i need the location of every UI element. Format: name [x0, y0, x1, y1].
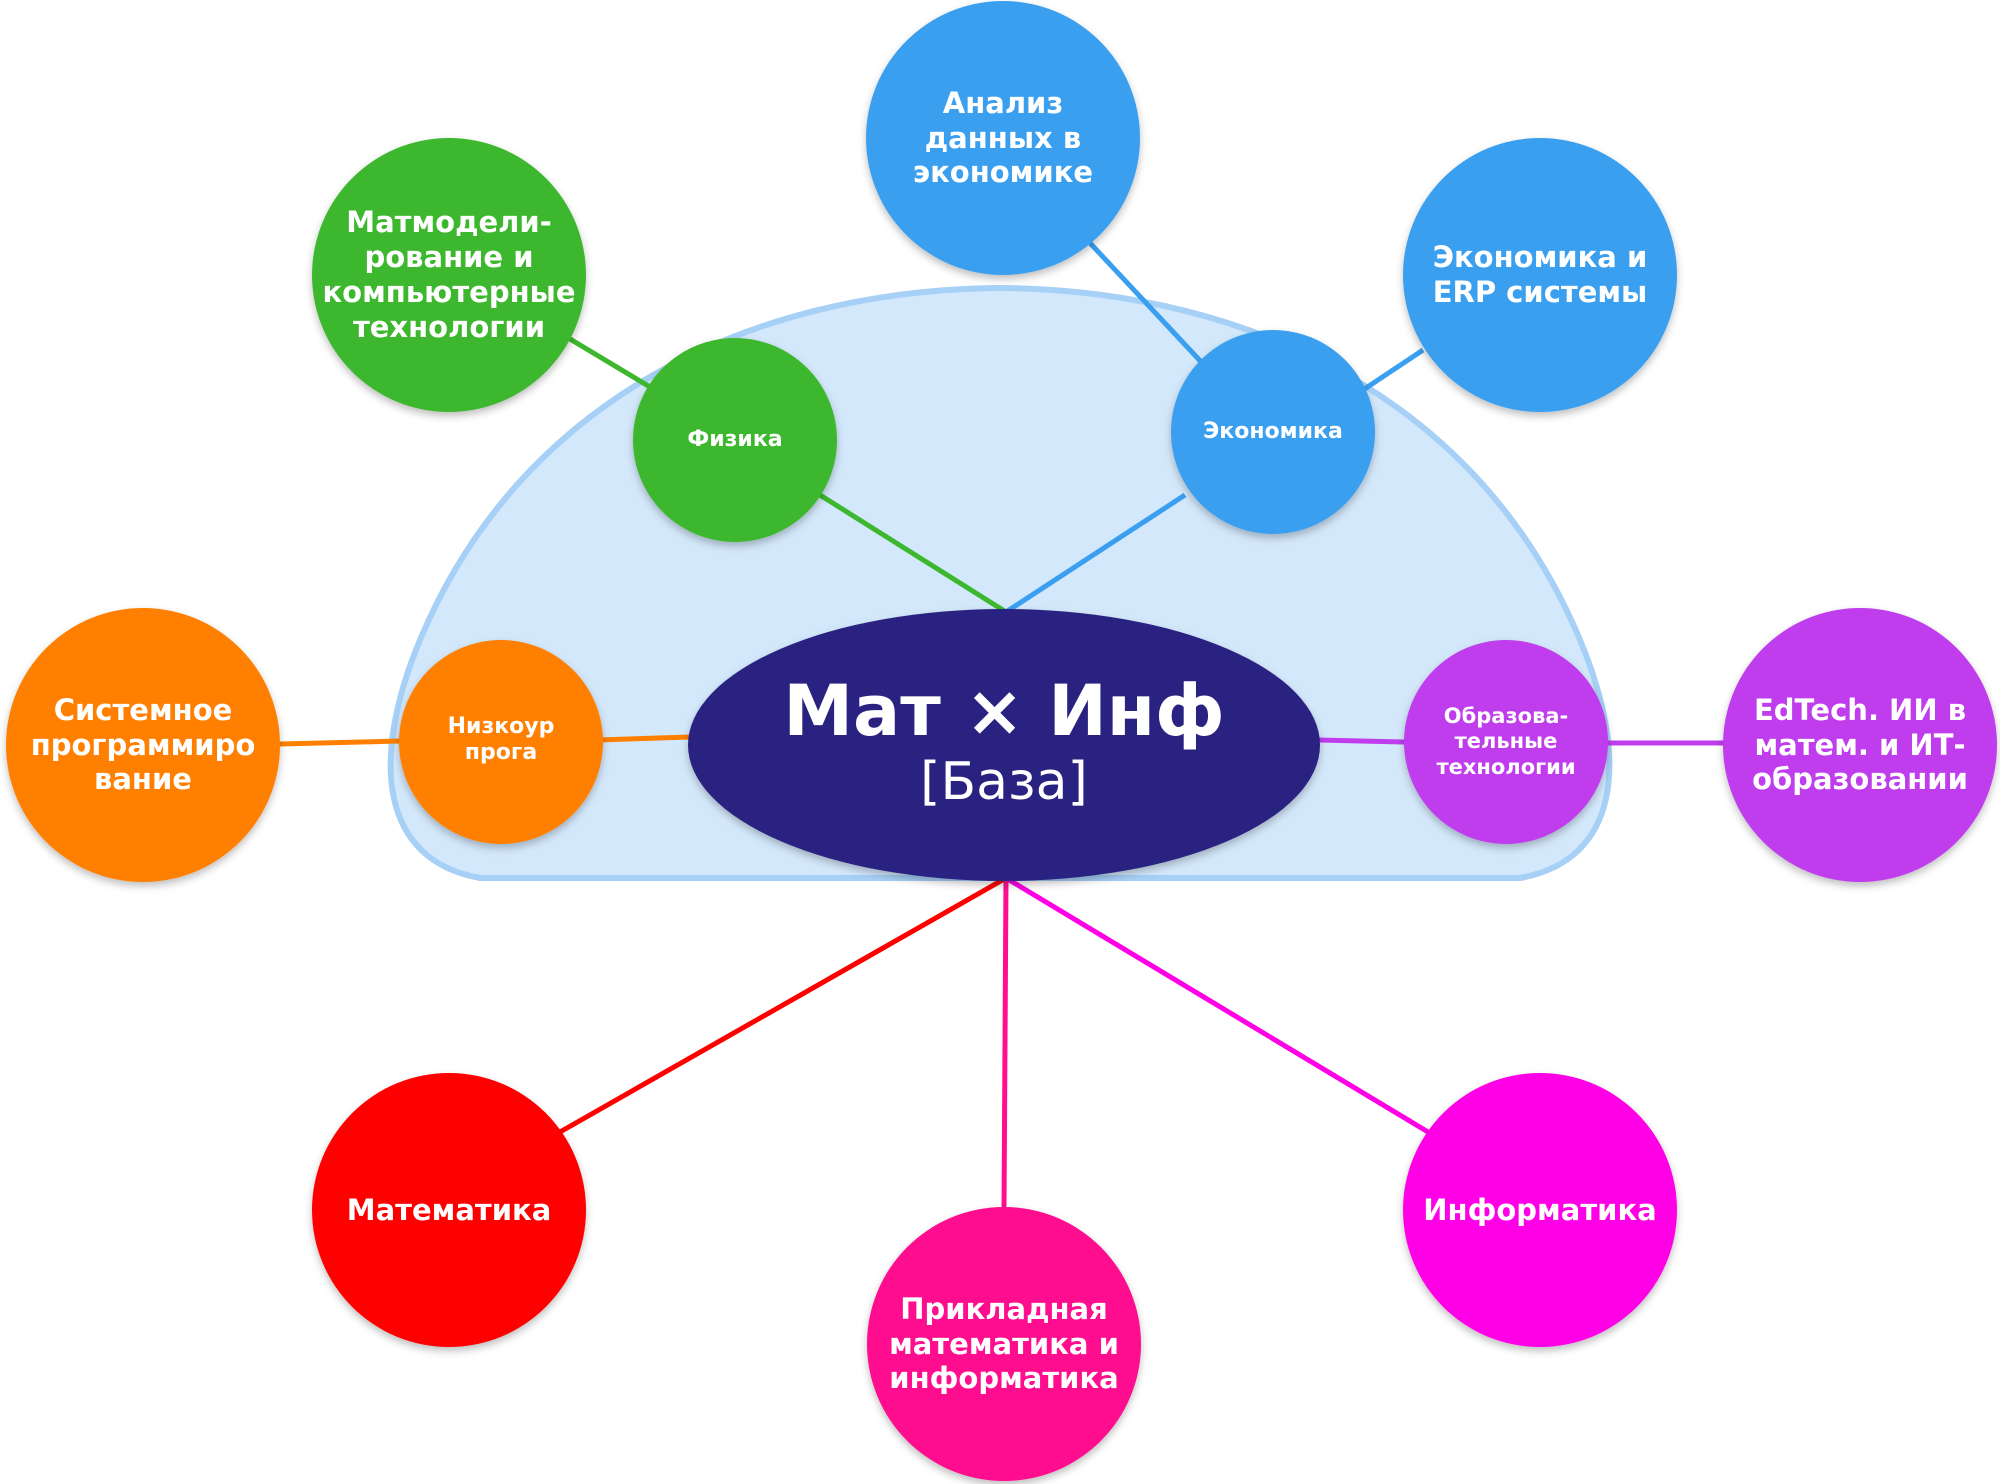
connector-lines [279, 241, 1725, 1211]
physics-circle [633, 338, 837, 542]
edu-label: Образова-тельные технологии [1436, 704, 1576, 779]
lowcode-circle [399, 640, 603, 844]
applied-label: Прикладная математика и информатика [889, 1291, 1119, 1396]
modeling-label: Матмодели-рование и компьютерные техноло… [322, 205, 576, 344]
hub-title: Мат × Инф [783, 670, 1225, 752]
physics-label: Физика [687, 426, 783, 452]
line-economics-hub [1004, 492, 1187, 615]
cs-circle [1403, 1073, 1677, 1347]
line-hub-edu [1317, 737, 1406, 745]
line-dataecon-economics [1088, 241, 1207, 368]
edtech-label: EdTech. ИИ в матем. и ИТ-образовании [1752, 692, 1968, 797]
line-hub-math [558, 875, 1008, 1135]
applied-circle [867, 1207, 1141, 1481]
erp-label: Экономика и ERP системы [1432, 240, 1648, 309]
line-lowcode-hub [597, 734, 691, 743]
data-econ-circle [866, 1, 1140, 275]
line-hub-cs [1004, 875, 1430, 1135]
line-sysprog-lowcode [279, 738, 401, 747]
hub-subtitle: [База] [920, 752, 1088, 812]
modeling-circle [312, 138, 586, 412]
data-econ-label: Анализ данных в экономике [912, 85, 1094, 190]
sysprog-label: Системное программиро вание [30, 692, 256, 797]
economics-circle [1171, 330, 1375, 534]
sysprog-circle [6, 608, 280, 882]
line-erp-economics [1358, 347, 1425, 395]
economics-label: Экономика [1203, 418, 1343, 444]
lowcode-label: Низкоур прога [447, 713, 555, 765]
line-hub-applied [1001, 877, 1009, 1211]
line-modeling-physics [553, 327, 657, 393]
edtech-circle [1723, 608, 1997, 882]
math-circle [312, 1073, 586, 1347]
erp-circle [1403, 138, 1677, 412]
edu-circle [1404, 640, 1608, 844]
cs-label: Информатика [1423, 1192, 1657, 1227]
hub-ellipse [688, 609, 1320, 881]
line-physics-hub [818, 492, 1008, 615]
math-label: Математика [346, 1192, 552, 1227]
